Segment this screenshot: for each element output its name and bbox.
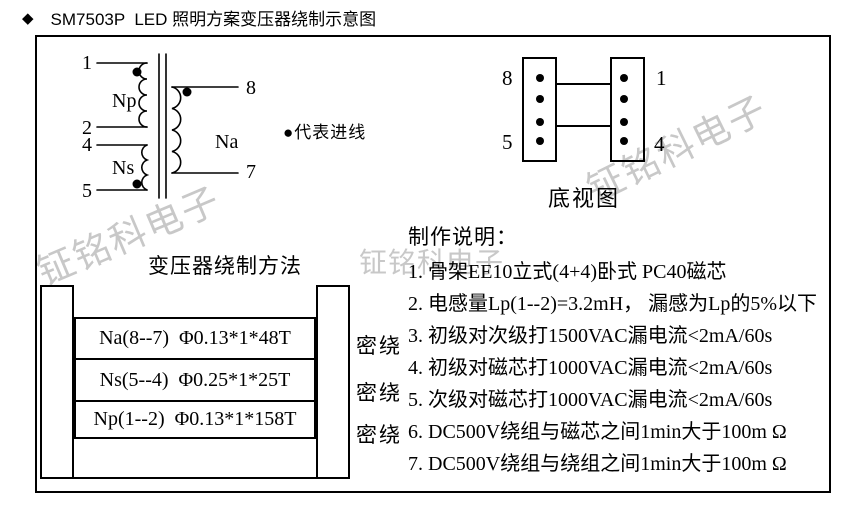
winding-na-coil: [171, 86, 182, 174]
instruction-item: 6. DC500V绕组与磁芯之间1min大于100m Ω: [408, 420, 787, 443]
bottom-view-connector: [556, 83, 610, 85]
winding-layer-table: Na(8--7) Φ0.13*1*48T Ns(5--4) Φ0.25*1*25…: [74, 317, 316, 439]
instruction-item: 1. 骨架EE10立式(4+4)卧式 PC40磁芯: [408, 261, 727, 284]
pin-label-5: 5: [82, 180, 92, 202]
instruction-item: 2. 电感量Lp(1--2)=3.2mH， 漏感为Lp的5%以下: [408, 293, 818, 316]
winding-note: 密绕: [356, 381, 402, 405]
page-title-text: SM7503P LED 照明方案变压器绕制示意图: [50, 10, 377, 29]
pad-dot-icon: [620, 137, 628, 145]
bobbin-right-flange: [316, 285, 350, 479]
winding-np-coil: [138, 62, 148, 128]
watermark-text: 钲铭科电子: [359, 247, 505, 278]
bv-pin-label-5: 5: [502, 130, 513, 154]
winding-note: 密绕: [356, 334, 402, 358]
pad-dot-icon: [536, 118, 544, 126]
start-dot-legend: ●代表进线: [283, 123, 367, 142]
pin-label-2: 2: [82, 117, 92, 139]
table-row: Na(8--7) Φ0.13*1*48T: [74, 317, 316, 360]
pin-label-4: 4: [82, 134, 92, 156]
figure-border: [35, 35, 831, 493]
bv-pin-label-1: 1: [656, 66, 667, 90]
winding-method-title: 变压器绕制方法: [148, 254, 302, 278]
instructions-title: 制作说明：: [408, 225, 518, 249]
pad-dot-icon: [620, 74, 628, 82]
diamond-bullet-icon: ◆: [22, 9, 34, 27]
transformer-schematic: 1 2 4 5 8 7 Np Ns Na: [82, 52, 256, 202]
instruction-item: 7. DC500V绕组与绕组之间1min大于100m Ω: [408, 452, 787, 475]
pad-dot-icon: [620, 118, 628, 126]
winding-label-ns: Ns: [112, 157, 134, 179]
bobbin-left-flange: [40, 285, 74, 479]
pin-label-7: 7: [246, 161, 256, 183]
bobbin-bottom: [40, 477, 350, 479]
instructions-block: 制作说明： 1. 骨架EE10立式(4+4)卧式 PC40磁芯 2. 电感量Lp…: [408, 221, 826, 477]
instruction-item: 4. 初级对磁芯打1000VAC漏电流<2mA/60s: [408, 357, 773, 380]
page-title: ◆ SM7503P LED 照明方案变压器绕制示意图: [22, 5, 376, 30]
table-row: Ns(5--4) Φ0.25*1*25T: [74, 358, 316, 402]
start-dot-icon: [132, 67, 142, 77]
pad-dot-icon: [620, 95, 628, 103]
bottom-view-right-header: [610, 57, 645, 162]
bv-pin-label-4: 4: [654, 132, 665, 156]
start-dot-icon: [132, 179, 142, 189]
table-row: Np(1--2) Φ0.13*1*158T: [74, 400, 316, 439]
bottom-view-left-header: [522, 57, 557, 162]
bv-pin-label-8: 8: [502, 66, 513, 90]
pin-label-1: 1: [82, 52, 92, 74]
winding-label-np: Np: [112, 90, 136, 112]
pin-label-8: 8: [246, 77, 256, 99]
winding-label-na: Na: [215, 131, 238, 153]
winding-note: 密绕: [356, 423, 402, 447]
instruction-item: 5. 次级对磁芯打1000VAC漏电流<2mA/60s: [408, 389, 773, 411]
winding-ns-coil: [141, 144, 150, 191]
bottom-view-connector: [556, 125, 610, 127]
pad-dot-icon: [536, 137, 544, 145]
start-dot-icon: [182, 87, 192, 97]
pad-dot-icon: [536, 74, 544, 82]
bottom-view-caption: 底视图: [548, 186, 621, 211]
pad-dot-icon: [536, 95, 544, 103]
instruction-item: 3. 初级对次级打1500VAC漏电流<2mA/60s: [408, 325, 773, 348]
